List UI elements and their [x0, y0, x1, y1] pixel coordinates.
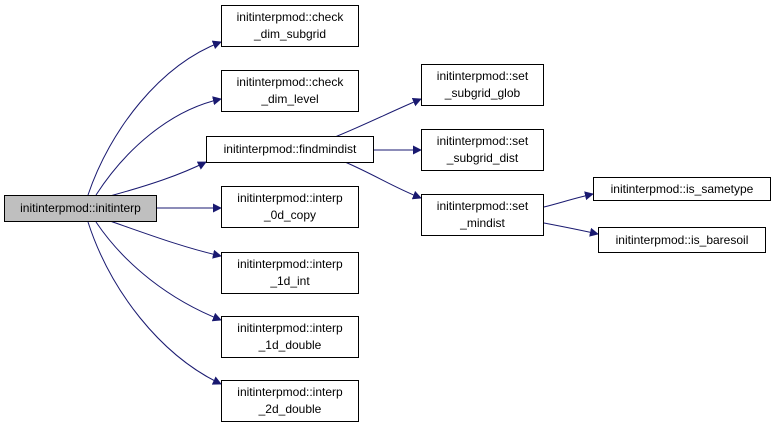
edge-findmindist-set-subgrid-glob	[329, 97, 422, 140]
node-label-line-2: _subgrid_dist	[446, 151, 519, 165]
edge-set-mindist-is-baresoil	[543, 222, 599, 237]
node-label-line-1: initinterpmod::set	[436, 134, 529, 148]
edge-initinterp-interp-1d-int	[109, 220, 222, 259]
node-check-dim-level[interactable]: initinterpmod::check _dim_level	[221, 70, 359, 112]
node-set-subgrid-dist[interactable]: initinterpmod::set _subgrid_dist	[421, 129, 544, 171]
node-label-line-2: _1d_double	[258, 338, 322, 352]
edge-initinterp-interp-2d-double	[87, 221, 222, 385]
node-label-line-1: initinterpmod::interp	[237, 191, 343, 205]
node-label-line-1: initinterpmod::interp	[237, 257, 343, 271]
node-label-line-2: _2d_double	[258, 402, 322, 416]
node-interp-1d-int[interactable]: initinterpmod::interp _1d_int	[221, 252, 359, 294]
node-label-line-1: initinterpmod::set	[436, 199, 529, 213]
node-check-dim-subgrid[interactable]: initinterpmod::check _dim_subgrid	[221, 5, 359, 47]
edge-initinterp-findmindist	[109, 161, 207, 197]
edge-initinterp-check-dim-subgrid	[87, 40, 222, 196]
node-initinterp-label: initinterpmod::initinterp	[20, 201, 141, 215]
node-label-line-1: initinterpmod::check	[236, 10, 344, 24]
node-interp-0d-copy[interactable]: initinterpmod::interp _0d_copy	[221, 186, 359, 228]
node-label-line-2: _subgrid_glob	[444, 86, 521, 100]
node-is-sametype-label: initinterpmod::is_sametype	[610, 181, 754, 196]
node-interp-2d-double[interactable]: initinterpmod::interp _2d_double	[221, 380, 359, 422]
node-label-line-2: _0d_copy	[263, 208, 317, 222]
node-initinterp: initinterpmod::initinterp	[4, 195, 157, 222]
node-is-sametype[interactable]: initinterpmod::is_sametype	[593, 177, 771, 201]
edge-set-mindist-is-sametype	[543, 191, 594, 208]
node-findmindist-label: initinterpmod::findmindist	[223, 142, 357, 156]
node-set-mindist[interactable]: initinterpmod::set _mindist	[421, 194, 544, 236]
node-label-line-1: initinterpmod::check	[236, 75, 344, 89]
edge-initinterp-interp-1d-double	[95, 221, 222, 322]
node-findmindist[interactable]: initinterpmod::findmindist	[206, 136, 374, 163]
node-is-baresoil-label: initinterpmod::is_baresoil	[615, 232, 749, 247]
node-interp-1d-double[interactable]: initinterpmod::interp _1d_double	[221, 316, 359, 358]
node-label-line-2: _dim_level	[261, 92, 319, 106]
node-label-line-2: _mindist	[460, 216, 505, 230]
node-label-line-2: _1d_int	[270, 274, 310, 288]
node-label-line-1: initinterpmod::interp	[237, 321, 343, 335]
edge-initinterp-check-dim-level	[95, 96, 222, 196]
edge-findmindist-set-mindist	[344, 161, 422, 200]
node-label-line-1: initinterpmod::interp	[237, 385, 343, 399]
node-set-subgrid-glob[interactable]: initinterpmod::set _subgrid_glob	[421, 64, 544, 106]
node-is-baresoil[interactable]: initinterpmod::is_baresoil	[598, 227, 766, 253]
node-label-line-2: _dim_subgrid	[253, 27, 327, 41]
node-label-line-1: initinterpmod::set	[436, 69, 529, 83]
